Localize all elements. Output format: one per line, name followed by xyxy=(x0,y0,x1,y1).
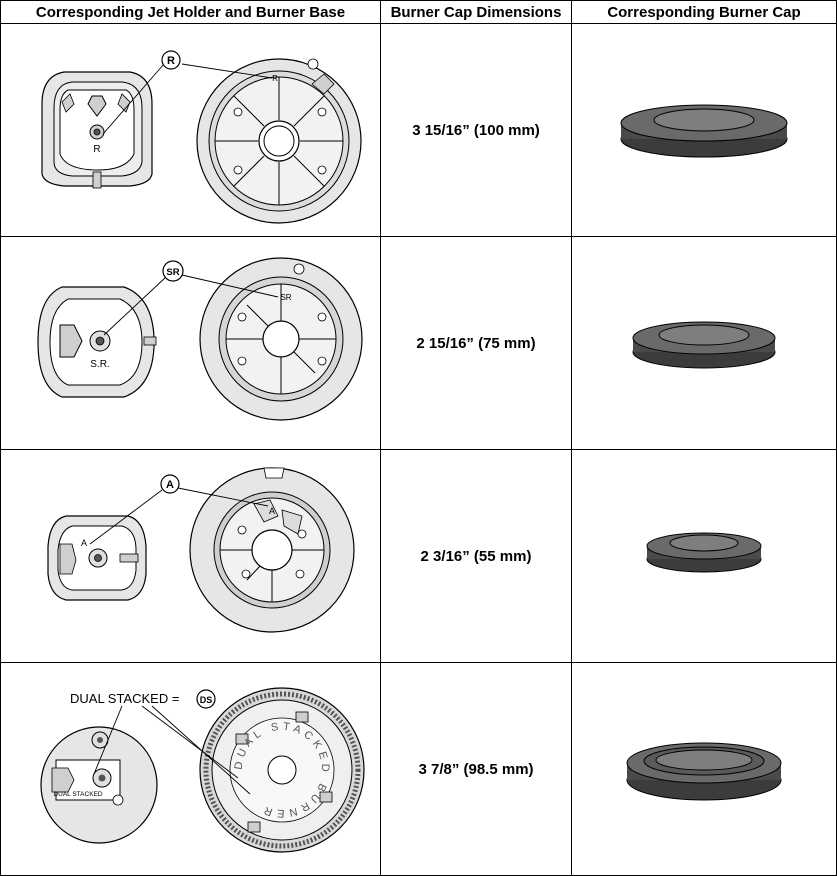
jet-holder-burner-base-cell: S.R. xyxy=(0,236,381,450)
callout-prefix: DUAL STACKED = xyxy=(70,691,179,706)
table-row: A xyxy=(0,449,837,663)
base-label: A xyxy=(268,506,274,516)
header-burner-cap: Corresponding Burner Cap xyxy=(571,0,837,24)
jet-holder-burner-base-diagram-r: R xyxy=(40,50,362,224)
burner-cap-cell xyxy=(571,236,837,450)
callout-badge: SR xyxy=(166,267,179,278)
table-row: R xyxy=(0,23,837,237)
header-row: Corresponding Jet Holder and Burner Base… xyxy=(0,0,837,24)
callout-badge: A xyxy=(166,479,174,491)
jet-label: A xyxy=(80,538,86,548)
burner-cap-sr-image xyxy=(632,321,775,369)
jet-label: S.R. xyxy=(90,359,109,370)
burner-cap-ds-image xyxy=(626,742,781,800)
header-jet-holder: Corresponding Jet Holder and Burner Base xyxy=(0,0,381,24)
jet-holder-burner-base-diagram-ds: DUAL STACKED DUAL STACKED BURNER xyxy=(39,686,365,853)
table-row: DUAL STACKED DUAL STACKED BURNER xyxy=(0,662,837,876)
burner-cap-a-image xyxy=(646,532,761,573)
cap-dimension: 3 7/8” (98.5 mm) xyxy=(380,662,572,876)
table-row: S.R. xyxy=(0,236,837,450)
cap-dimension: 2 15/16” (75 mm) xyxy=(380,236,572,450)
burner-cap-cell xyxy=(571,23,837,237)
header-cap-dimensions: Burner Cap Dimensions xyxy=(380,0,572,24)
base-label: SR xyxy=(280,293,291,302)
burner-cap-cell xyxy=(571,449,837,663)
jet-label: R xyxy=(93,144,100,155)
cap-dimension: 3 15/16” (100 mm) xyxy=(380,23,572,237)
jet-holder-burner-base-diagram-a: A xyxy=(46,467,355,633)
burner-cap-cell xyxy=(571,662,837,876)
jet-holder-burner-base-diagram-sr: S.R. xyxy=(36,257,363,421)
burner-cap-r-image xyxy=(620,104,787,158)
jet-holder-burner-base-cell: DUAL STACKED DUAL STACKED BURNER xyxy=(0,662,381,876)
callout-badge: DS xyxy=(199,695,212,705)
cap-dimension: 2 3/16” (55 mm) xyxy=(380,449,572,663)
callout-badge: R xyxy=(167,55,175,67)
base-label: R xyxy=(272,74,278,83)
jet-holder-burner-base-cell: A xyxy=(0,449,381,663)
jet-label: DUAL STACKED xyxy=(53,791,102,798)
jet-holder-burner-base-cell: R xyxy=(0,23,381,237)
